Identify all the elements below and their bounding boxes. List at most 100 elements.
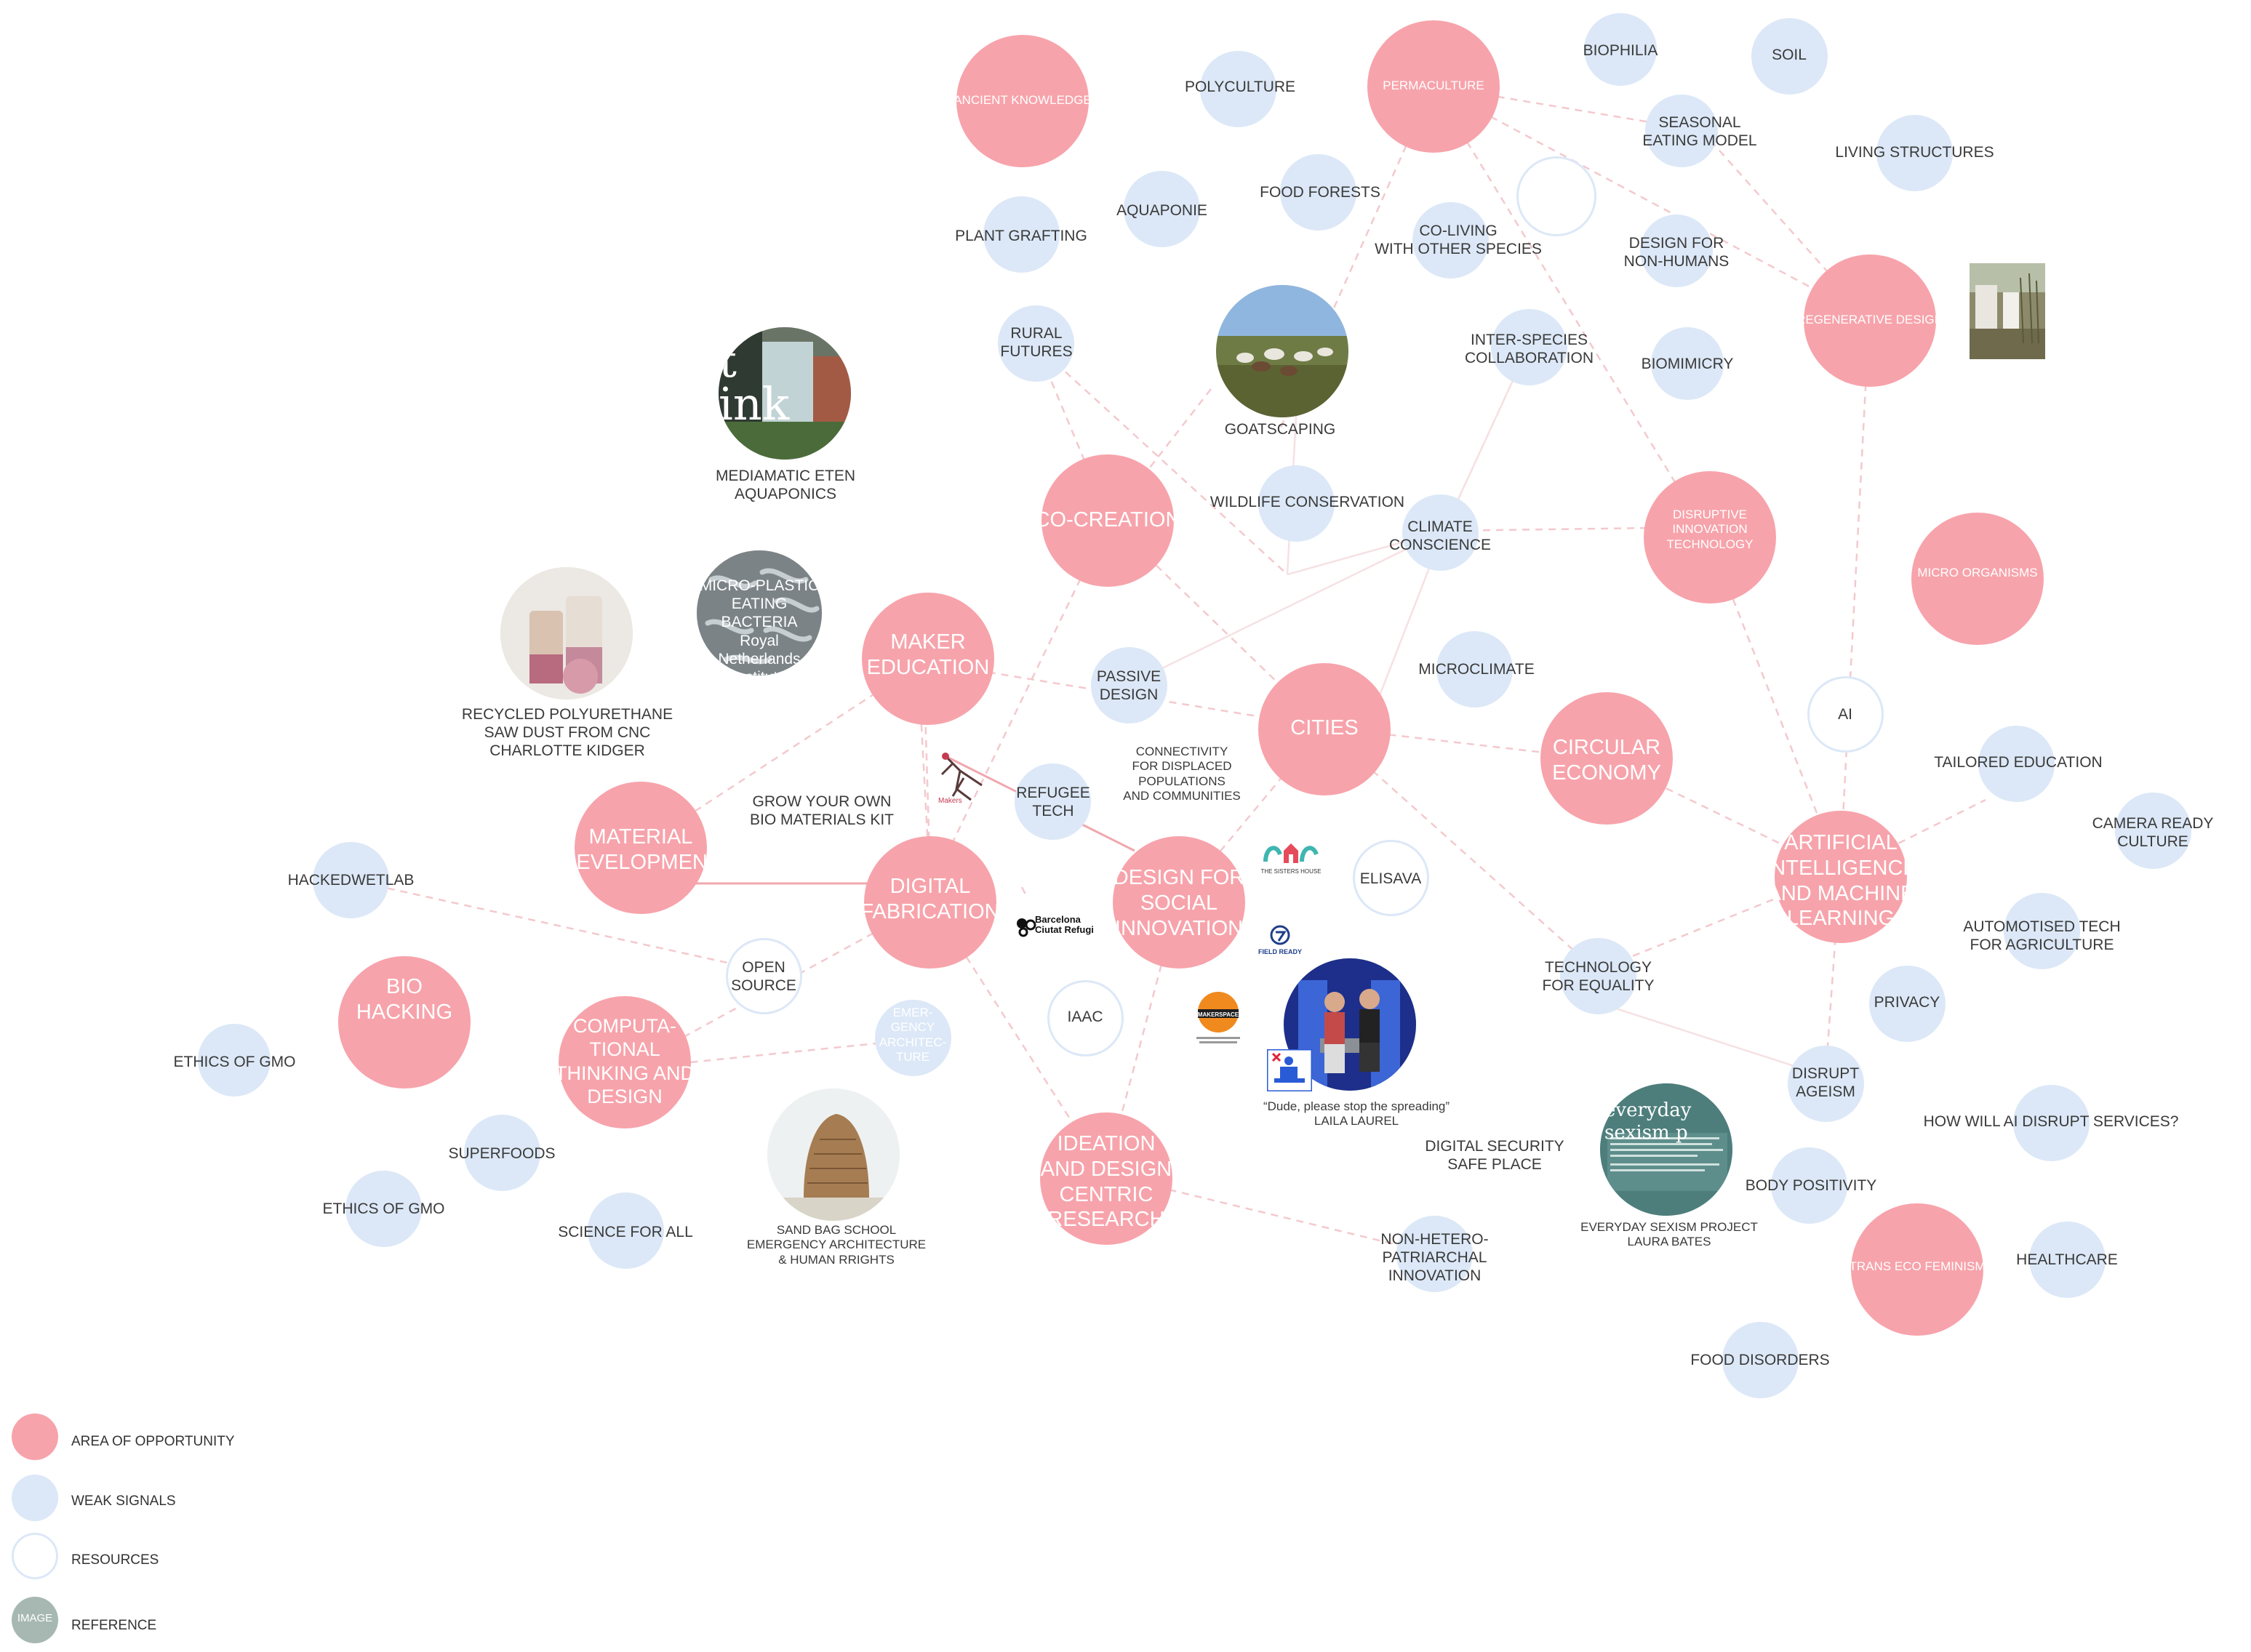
node-biophilia[interactable] [1584,13,1657,86]
makerspace-logo: MAKERSPACE [1196,992,1240,1043]
legend-label-opportunity: AREA OF OPPORTUNITY [71,1434,235,1449]
node-food-forests[interactable] [1280,154,1356,230]
edge [1279,85,1434,430]
node-superfoods[interactable] [464,1115,540,1191]
node-rural-futures[interactable] [998,305,1074,382]
legend-dot-weak [12,1475,58,1521]
node-elisava[interactable] [1353,840,1429,916]
edge [1020,886,1027,895]
node-climate-conscience[interactable] [1402,494,1479,571]
node-tailored-education[interactable] [1978,726,2055,802]
node-cities[interactable] [1258,663,1391,795]
edge [1323,726,1597,971]
node-ideation[interactable] [1040,1112,1172,1245]
node-seasonal-eating[interactable] [1645,95,1718,167]
node-ethics-gmo-1[interactable] [198,1024,271,1096]
node-refugee-tech[interactable] [1015,763,1091,840]
node-design-non-humans[interactable] [1640,214,1713,287]
edge [1839,318,1871,873]
node-emergency-arch[interactable] [875,1000,951,1076]
node-food-disorders[interactable] [1722,1322,1799,1398]
node-aquaponie[interactable] [1124,171,1200,247]
node-resource-empty[interactable] [1516,156,1596,236]
node-automotised[interactable] [2004,893,2080,969]
legend-dot-reference [12,1597,58,1643]
node-science-all[interactable] [588,1192,664,1269]
node-privacy[interactable] [1869,966,1946,1042]
node-computational[interactable] [559,996,691,1128]
node-iaac[interactable] [1047,980,1124,1056]
image-goatscaping[interactable] [1216,285,1348,417]
makerspace-text: MAKERSPACE [1198,1011,1239,1018]
legend-label-reference: REFERENCE [71,1618,157,1633]
node-technology-equality[interactable] [1560,938,1636,1014]
legend-dot-opportunity [12,1414,58,1460]
node-disruptive-tech[interactable] [1644,471,1776,604]
image-sand-bag[interactable] [767,1088,900,1221]
node-digital-fab[interactable] [864,836,996,969]
node-micro-organisms[interactable] [1911,513,2044,645]
image-mediamatic[interactable]: t ink [719,327,851,460]
edge [1108,388,1212,521]
node-non-hetero[interactable] [1396,1216,1473,1292]
node-camera-ready[interactable] [2115,793,2191,869]
sand-bag-photo [767,1088,900,1221]
node-circular-economy[interactable] [1540,692,1673,825]
image-everyday-sexism[interactable]: everyday sexism p [1600,1083,1732,1216]
sisters-house-text: THE SISTERS HOUSE [1260,868,1321,875]
node-ai[interactable] [1807,676,1884,753]
node-wildlife[interactable] [1258,465,1335,542]
mediamatic-photo [719,327,851,460]
node-disrupt-ageism[interactable] [1788,1046,1864,1122]
node-regenerative-design[interactable] [1804,254,1936,387]
node-body-positivity[interactable] [1771,1147,1847,1224]
node-co-creation[interactable] [1041,454,1174,587]
svg-text:Makers: Makers [938,797,962,805]
node-healthcare[interactable] [2029,1222,2106,1298]
reference-photo-square [1970,263,2045,359]
node-living-structures[interactable] [1876,115,1953,191]
node-co-living[interactable] [1412,202,1489,278]
manspreading-sign-icon [1267,1049,1312,1091]
everyday-sexism-photo [1600,1083,1732,1216]
barcelona-refugi-logo: Barcelona Ciutat Refugi [1015,915,1102,944]
edge [625,1038,913,1070]
barcelona-refugi-text: Barcelona Ciutat Refugi [1035,914,1094,935]
node-material-dev[interactable] [575,782,707,914]
node-microclimate[interactable] [1436,631,1513,707]
node-hackedwetlab[interactable] [313,842,389,918]
node-soil[interactable] [1751,18,1828,95]
maker-bird-logo: Makers [938,753,983,805]
node-ai-ml[interactable] [1775,811,1907,943]
node-maker-education[interactable] [862,593,994,725]
node-plant-grafting[interactable] [983,196,1060,273]
field-ready-text: FIELD READY [1258,948,1302,955]
node-ethics-gmo-2[interactable] [345,1171,422,1247]
legend-dot-resources [12,1533,58,1579]
edge [1443,526,1710,532]
sisters-house-logo: THE SISTERS HOUSE [1260,843,1322,875]
edge [1108,519,1324,728]
node-trans-eco[interactable] [1851,1203,1983,1336]
image-micro-plastic[interactable]: MICRO-PLASTIC EATING BACTERIA Royal Neth… [697,550,822,675]
node-polyculture[interactable] [1200,51,1276,127]
edge [1596,871,1841,972]
node-passive-design[interactable] [1091,647,1167,723]
legend-label-weak: WEAK SIGNALS [71,1493,176,1509]
node-inter-species[interactable] [1491,309,1567,385]
node-ancient-knowledge[interactable] [956,35,1089,167]
node-design-social[interactable] [1113,836,1245,969]
node-biomimicry[interactable] [1651,327,1724,400]
node-permaculture[interactable] [1367,20,1500,153]
edge-solid [1130,529,1444,685]
edge [1431,85,1711,539]
image-recycled-pu[interactable] [500,567,633,699]
node-how-ai[interactable] [2013,1085,2090,1161]
edge [926,519,1111,895]
edge [1036,345,1288,575]
node-open-source[interactable] [726,938,802,1014]
node-bio-hacking[interactable] [338,956,471,1088]
edge-solid [1599,1002,1826,1078]
